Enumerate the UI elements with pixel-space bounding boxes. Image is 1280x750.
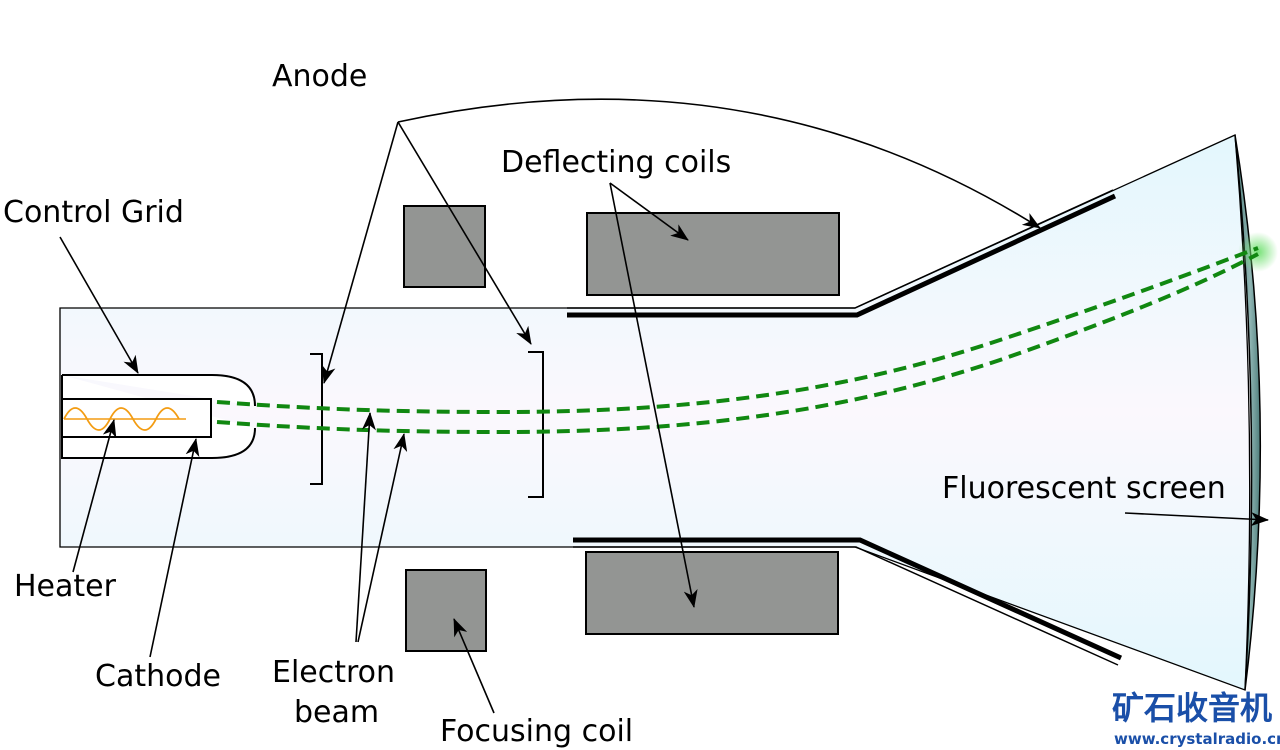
heater-filament	[63, 407, 186, 431]
watermark-url: www.crystalradio.cn	[1114, 730, 1280, 748]
deflecting-coil-top	[586, 212, 840, 296]
deflecting-coil-bottom	[585, 551, 839, 635]
label-focusing-coil: Focusing coil	[440, 714, 633, 749]
label-anode: Anode	[272, 59, 367, 94]
label-control-grid: Control Grid	[3, 195, 184, 230]
label-electron-beam-line2: beam	[294, 695, 379, 730]
phosphor-spot	[1238, 232, 1278, 272]
label-fluorescent-screen: Fluorescent screen	[942, 471, 1226, 506]
fluorescent-screen	[1234, 134, 1262, 691]
anode-coating	[567, 189, 1123, 666]
electron-beam-lower	[216, 252, 1259, 435]
label-heater: Heater	[14, 569, 117, 604]
label-electron-beam-line1: Electron	[272, 655, 395, 690]
label-cathode: Cathode	[95, 659, 221, 694]
label-deflecting-coils: Deflecting coils	[501, 145, 731, 180]
focusing-coil-top	[403, 205, 486, 288]
focusing-coil-bottom	[405, 569, 487, 652]
electron-beam-upper	[216, 246, 1259, 415]
leader-lines	[59, 98, 1269, 714]
cathode	[61, 398, 212, 438]
watermark-logo-text: 矿石收音机	[1112, 689, 1272, 727]
anode-bracket-2	[528, 351, 544, 498]
anode-bracket-1	[310, 353, 323, 485]
